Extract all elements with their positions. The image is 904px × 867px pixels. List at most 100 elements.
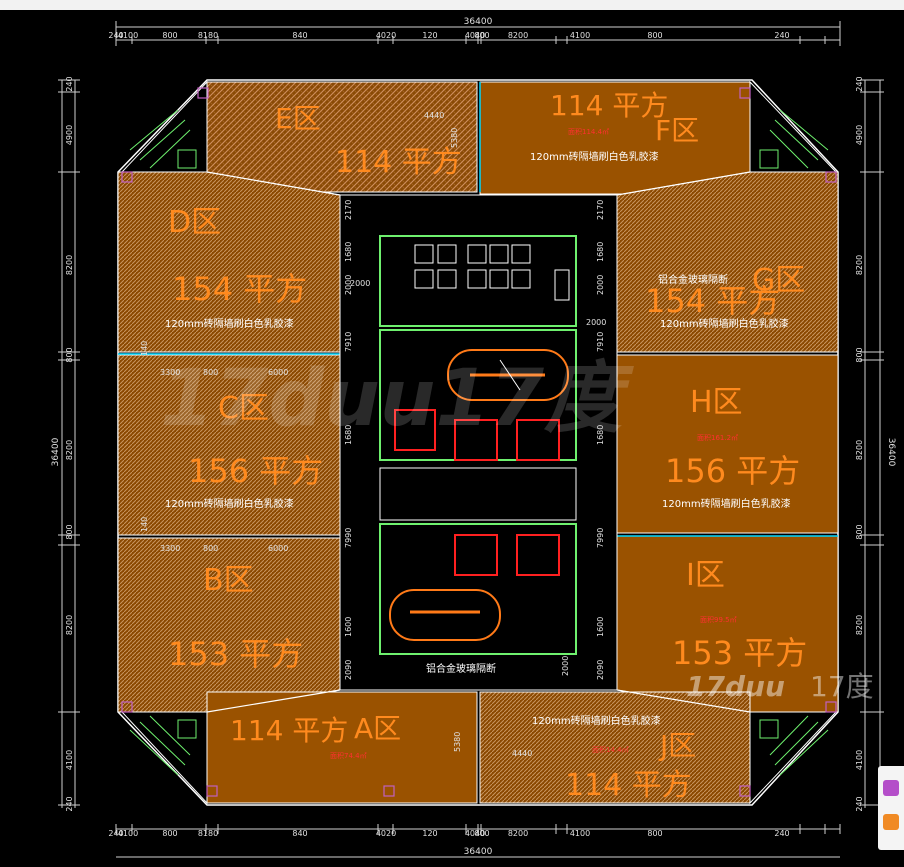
zone-j-area[interactable] — [479, 691, 751, 804]
bottom-row-8: 800 — [474, 829, 489, 838]
top-row-10: 4100 — [570, 31, 590, 40]
core-right-1: 1680 — [596, 242, 605, 262]
zone-h-label: H区 — [690, 385, 743, 420]
bottom-row-5: 4020 — [376, 829, 396, 838]
zone-a-area-text: 114 平方 — [230, 714, 348, 747]
zone-h-area[interactable] — [616, 354, 839, 534]
overall-dim-top: 36400 — [464, 17, 493, 27]
watermark-corner-a: 17duu — [686, 670, 785, 703]
zone-b-label: B区 — [203, 563, 254, 598]
zone-e-area-text: 114 平方 — [335, 145, 462, 180]
bottom-row-12: 240 — [774, 829, 789, 838]
core-left-0: 2170 — [344, 200, 353, 220]
top-row-4: 840 — [292, 31, 307, 40]
bottom-row-0: 240 — [108, 829, 123, 838]
zone-j-area-text: 114 平方 — [565, 768, 692, 803]
elevators — [394, 409, 560, 576]
zone-j-small-area: 面积14.4㎡ — [592, 745, 629, 754]
left-col-0: 240 — [65, 76, 74, 91]
right-col-7: 4100 — [855, 750, 864, 770]
dim-room-small-top: 4440 — [424, 111, 444, 120]
core-right-6: 1600 — [596, 617, 605, 637]
top-row-0: 240 — [108, 31, 123, 40]
right-col-5: 800 — [855, 524, 864, 539]
dim-sub-b-1: 3300 — [160, 544, 180, 553]
zone-d-area-text: 154 平方 — [172, 270, 307, 308]
zone-a-area[interactable] — [206, 691, 478, 804]
zone-c-area-text: 156 平方 — [188, 452, 323, 490]
zone-a-small-area: 面积74.4㎡ — [330, 751, 367, 760]
window-top-bar — [0, 0, 904, 10]
left-dimension-lines — [61, 80, 76, 808]
dim-sub-b-2: 800 — [203, 544, 218, 553]
overall-dim-left: 36400 — [51, 437, 61, 466]
dim-sub-c-2: 800 — [203, 368, 218, 377]
left-col-6: 8200 — [65, 615, 74, 635]
dim-room-height-top: 5380 — [450, 128, 459, 148]
partition-note-g: 铝合金玻璃隔断 — [658, 273, 728, 286]
bottom-row-11: 800 — [647, 829, 662, 838]
bottom-row-10: 4100 — [570, 829, 590, 838]
top-row-6: 120 — [422, 31, 437, 40]
dim-sub-c-3: 6000 — [268, 368, 288, 377]
bottom-row-4: 840 — [292, 829, 307, 838]
dim-side-small-2: 140 — [140, 517, 149, 532]
partition-note-bottom: 铝合金玻璃隔断 — [426, 662, 496, 675]
right-col-1: 4900 — [855, 125, 864, 145]
toilet-stalls — [414, 244, 570, 301]
zone-f-area[interactable] — [479, 81, 751, 195]
core-right-3: 7910 — [596, 332, 605, 352]
zone-i-area-text: 153 平方 — [672, 634, 807, 672]
bottom-row-6: 120 — [422, 829, 437, 838]
core-left-7: 2090 — [344, 660, 353, 680]
central-corridor — [339, 194, 618, 691]
core-walls — [379, 235, 577, 655]
zone-f-area-text: 114 平方 — [550, 89, 668, 122]
zone-diagonals — [206, 171, 751, 713]
top-row-8: 800 — [474, 31, 489, 40]
corner-grids — [129, 109, 829, 776]
zone-i-label: I区 — [686, 558, 725, 593]
wall-note-h: 120mm砖隔墙刷白色乳胶漆 — [662, 497, 791, 510]
overall-dim-bottom: 36400 — [464, 847, 493, 857]
dim-room-small-bottom: 4440 — [512, 749, 532, 758]
zone-i-small-area: 面积99.5㎡ — [700, 615, 737, 624]
zone-a-label: A区 — [354, 712, 401, 745]
stair-lower — [389, 589, 501, 641]
zone-c-area[interactable] — [117, 354, 341, 536]
top-row-12: 240 — [774, 31, 789, 40]
zone-d-label: D区 — [168, 205, 221, 240]
bottom-row-9: 8200 — [508, 829, 528, 838]
watermark-corner-b: 17度 — [810, 670, 874, 703]
dim-corridor-right: 2000 — [586, 318, 606, 327]
left-col-3: 800 — [65, 347, 74, 362]
share-icon[interactable] — [883, 780, 899, 796]
side-widget[interactable] — [878, 766, 904, 850]
dim-room-height-bottom: 5380 — [453, 732, 462, 752]
zone-e-area[interactable] — [206, 81, 478, 193]
overall-dim-right: 36400 — [886, 438, 896, 467]
right-col-0: 240 — [855, 76, 864, 91]
left-col-7: 4100 — [65, 750, 74, 770]
bottom-row-3: 8180 — [198, 829, 218, 838]
core-right-7: 2090 — [596, 660, 605, 680]
qr-code-icon[interactable] — [883, 814, 899, 830]
column-markers — [121, 87, 837, 797]
bottom-row-7: 4040 — [465, 829, 485, 838]
zone-h-area-text: 156 平方 — [665, 452, 800, 490]
left-col-1: 4900 — [65, 125, 74, 145]
core-left-6: 1600 — [344, 617, 353, 637]
core-right-2: 2000 — [596, 275, 605, 295]
dim-sub-b-3: 6000 — [268, 544, 288, 553]
wall-note-g: 120mm砖隔墙刷白色乳胶漆 — [660, 317, 789, 330]
core-right-4: 1680 — [596, 425, 605, 445]
wall-note-f: 120mm砖隔墙刷白色乳胶漆 — [530, 150, 659, 163]
stair-upper — [447, 349, 569, 401]
wall-note-c: 120mm砖隔墙刷白色乳胶漆 — [165, 497, 294, 510]
